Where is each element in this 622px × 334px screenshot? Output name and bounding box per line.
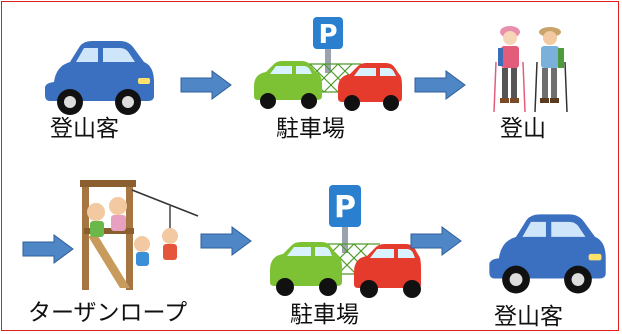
step-label: 駐車場 xyxy=(276,116,345,142)
right-arrow-icon xyxy=(414,70,466,100)
right-arrow-icon xyxy=(180,70,232,100)
right-arrow-icon xyxy=(410,226,462,256)
step-label: 登山客 xyxy=(494,304,563,330)
parking-lot-icon: P xyxy=(264,182,422,300)
right-arrow-icon xyxy=(22,234,74,264)
car-icon xyxy=(484,210,610,300)
step-label: 登山 xyxy=(500,116,546,142)
car-icon xyxy=(40,38,158,120)
hikers-icon xyxy=(490,22,574,118)
step-label: ターザンロープ xyxy=(28,300,188,326)
svg-text:P: P xyxy=(318,20,337,50)
zipline-playground-icon xyxy=(74,176,202,294)
step-label: 駐車場 xyxy=(290,302,359,328)
step-label: 登山客 xyxy=(50,116,119,142)
parking-lot-icon: P xyxy=(246,14,404,114)
svg-text:P: P xyxy=(334,190,356,225)
right-arrow-icon xyxy=(200,226,252,256)
